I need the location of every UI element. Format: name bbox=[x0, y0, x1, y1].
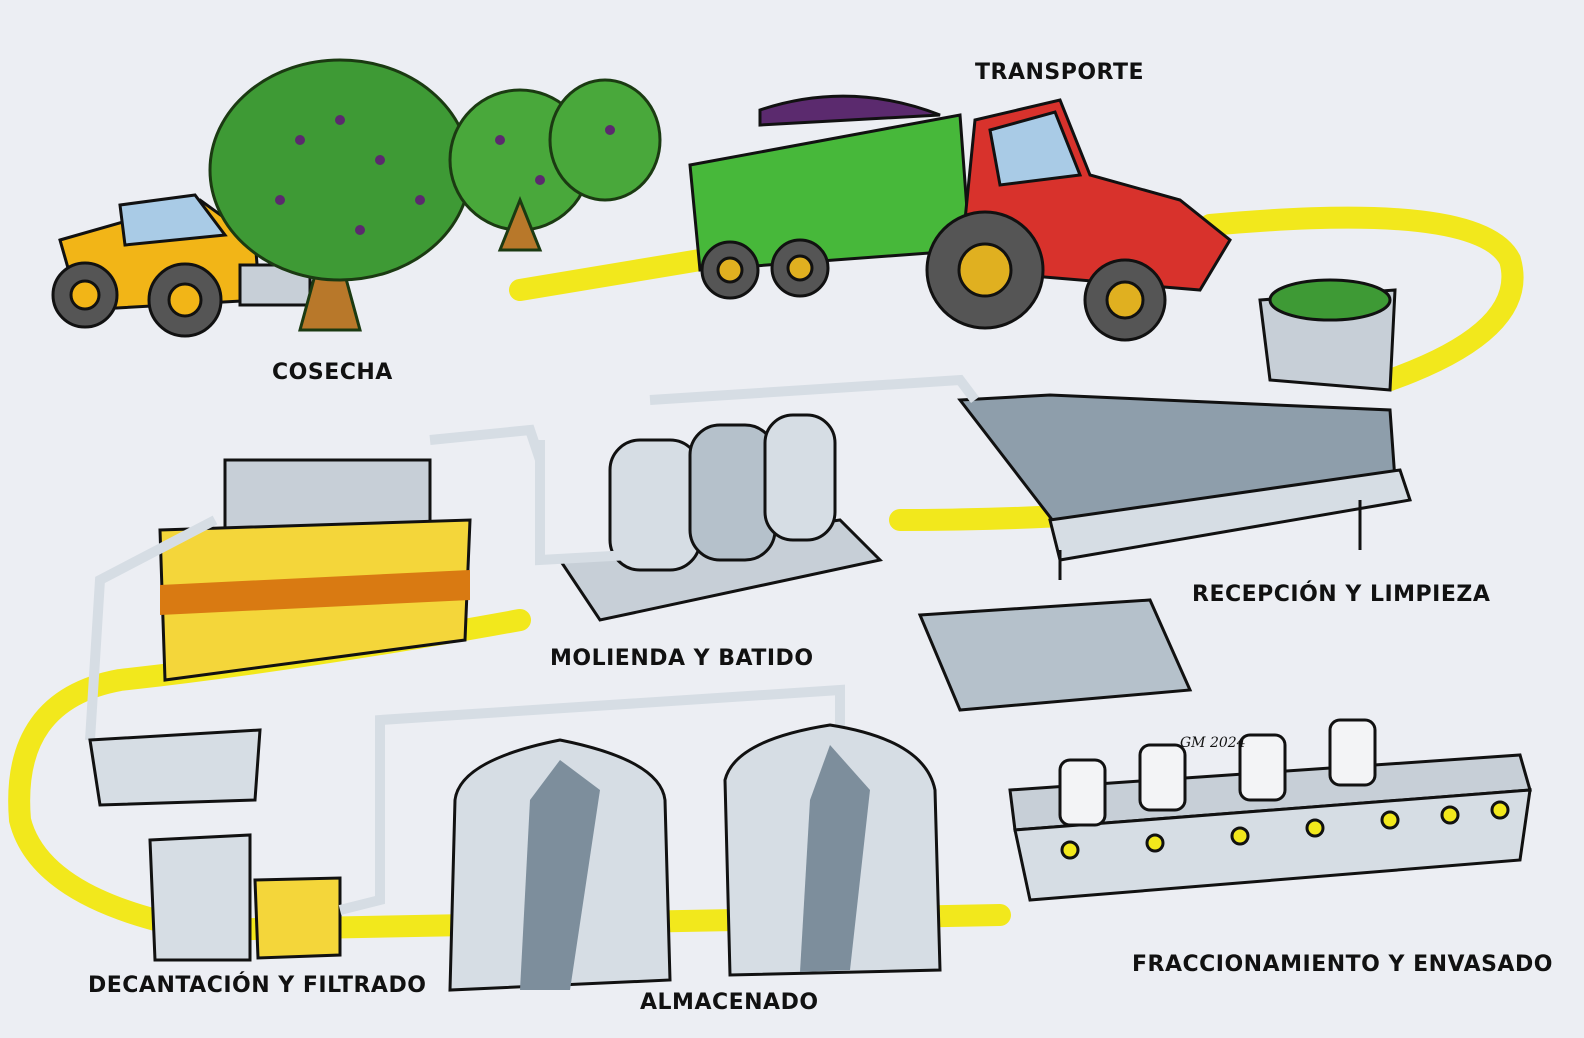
process-path bbox=[8, 206, 1524, 942]
artist-signature: GM 2024 bbox=[1180, 735, 1246, 751]
label-almacenado: ALMACENADO bbox=[640, 990, 819, 1015]
storage-tanks bbox=[448, 723, 942, 992]
tractor-trailer bbox=[688, 94, 1232, 342]
label-recepcion: RECEPCIÓN Y LIMPIEZA bbox=[1192, 582, 1491, 607]
label-cosecha: COSECHA bbox=[272, 360, 393, 385]
mill-tanks bbox=[535, 374, 979, 622]
olive-trees bbox=[208, 58, 662, 332]
malaxer bbox=[85, 424, 545, 741]
decanter-filter bbox=[88, 684, 845, 962]
label-decantacion: DECANTACIÓN Y FILTRADO bbox=[88, 973, 427, 998]
harvester bbox=[51, 193, 312, 338]
bottling-line bbox=[917, 598, 1532, 902]
cleaning-conveyor bbox=[957, 278, 1412, 580]
label-transporte: TRANSPORTE bbox=[975, 60, 1145, 85]
label-envasado: FRACCIONAMIENTO Y ENVASADO bbox=[1132, 952, 1553, 977]
label-molienda: MOLIENDA Y BATIDO bbox=[550, 646, 814, 671]
olives bbox=[275, 115, 615, 235]
